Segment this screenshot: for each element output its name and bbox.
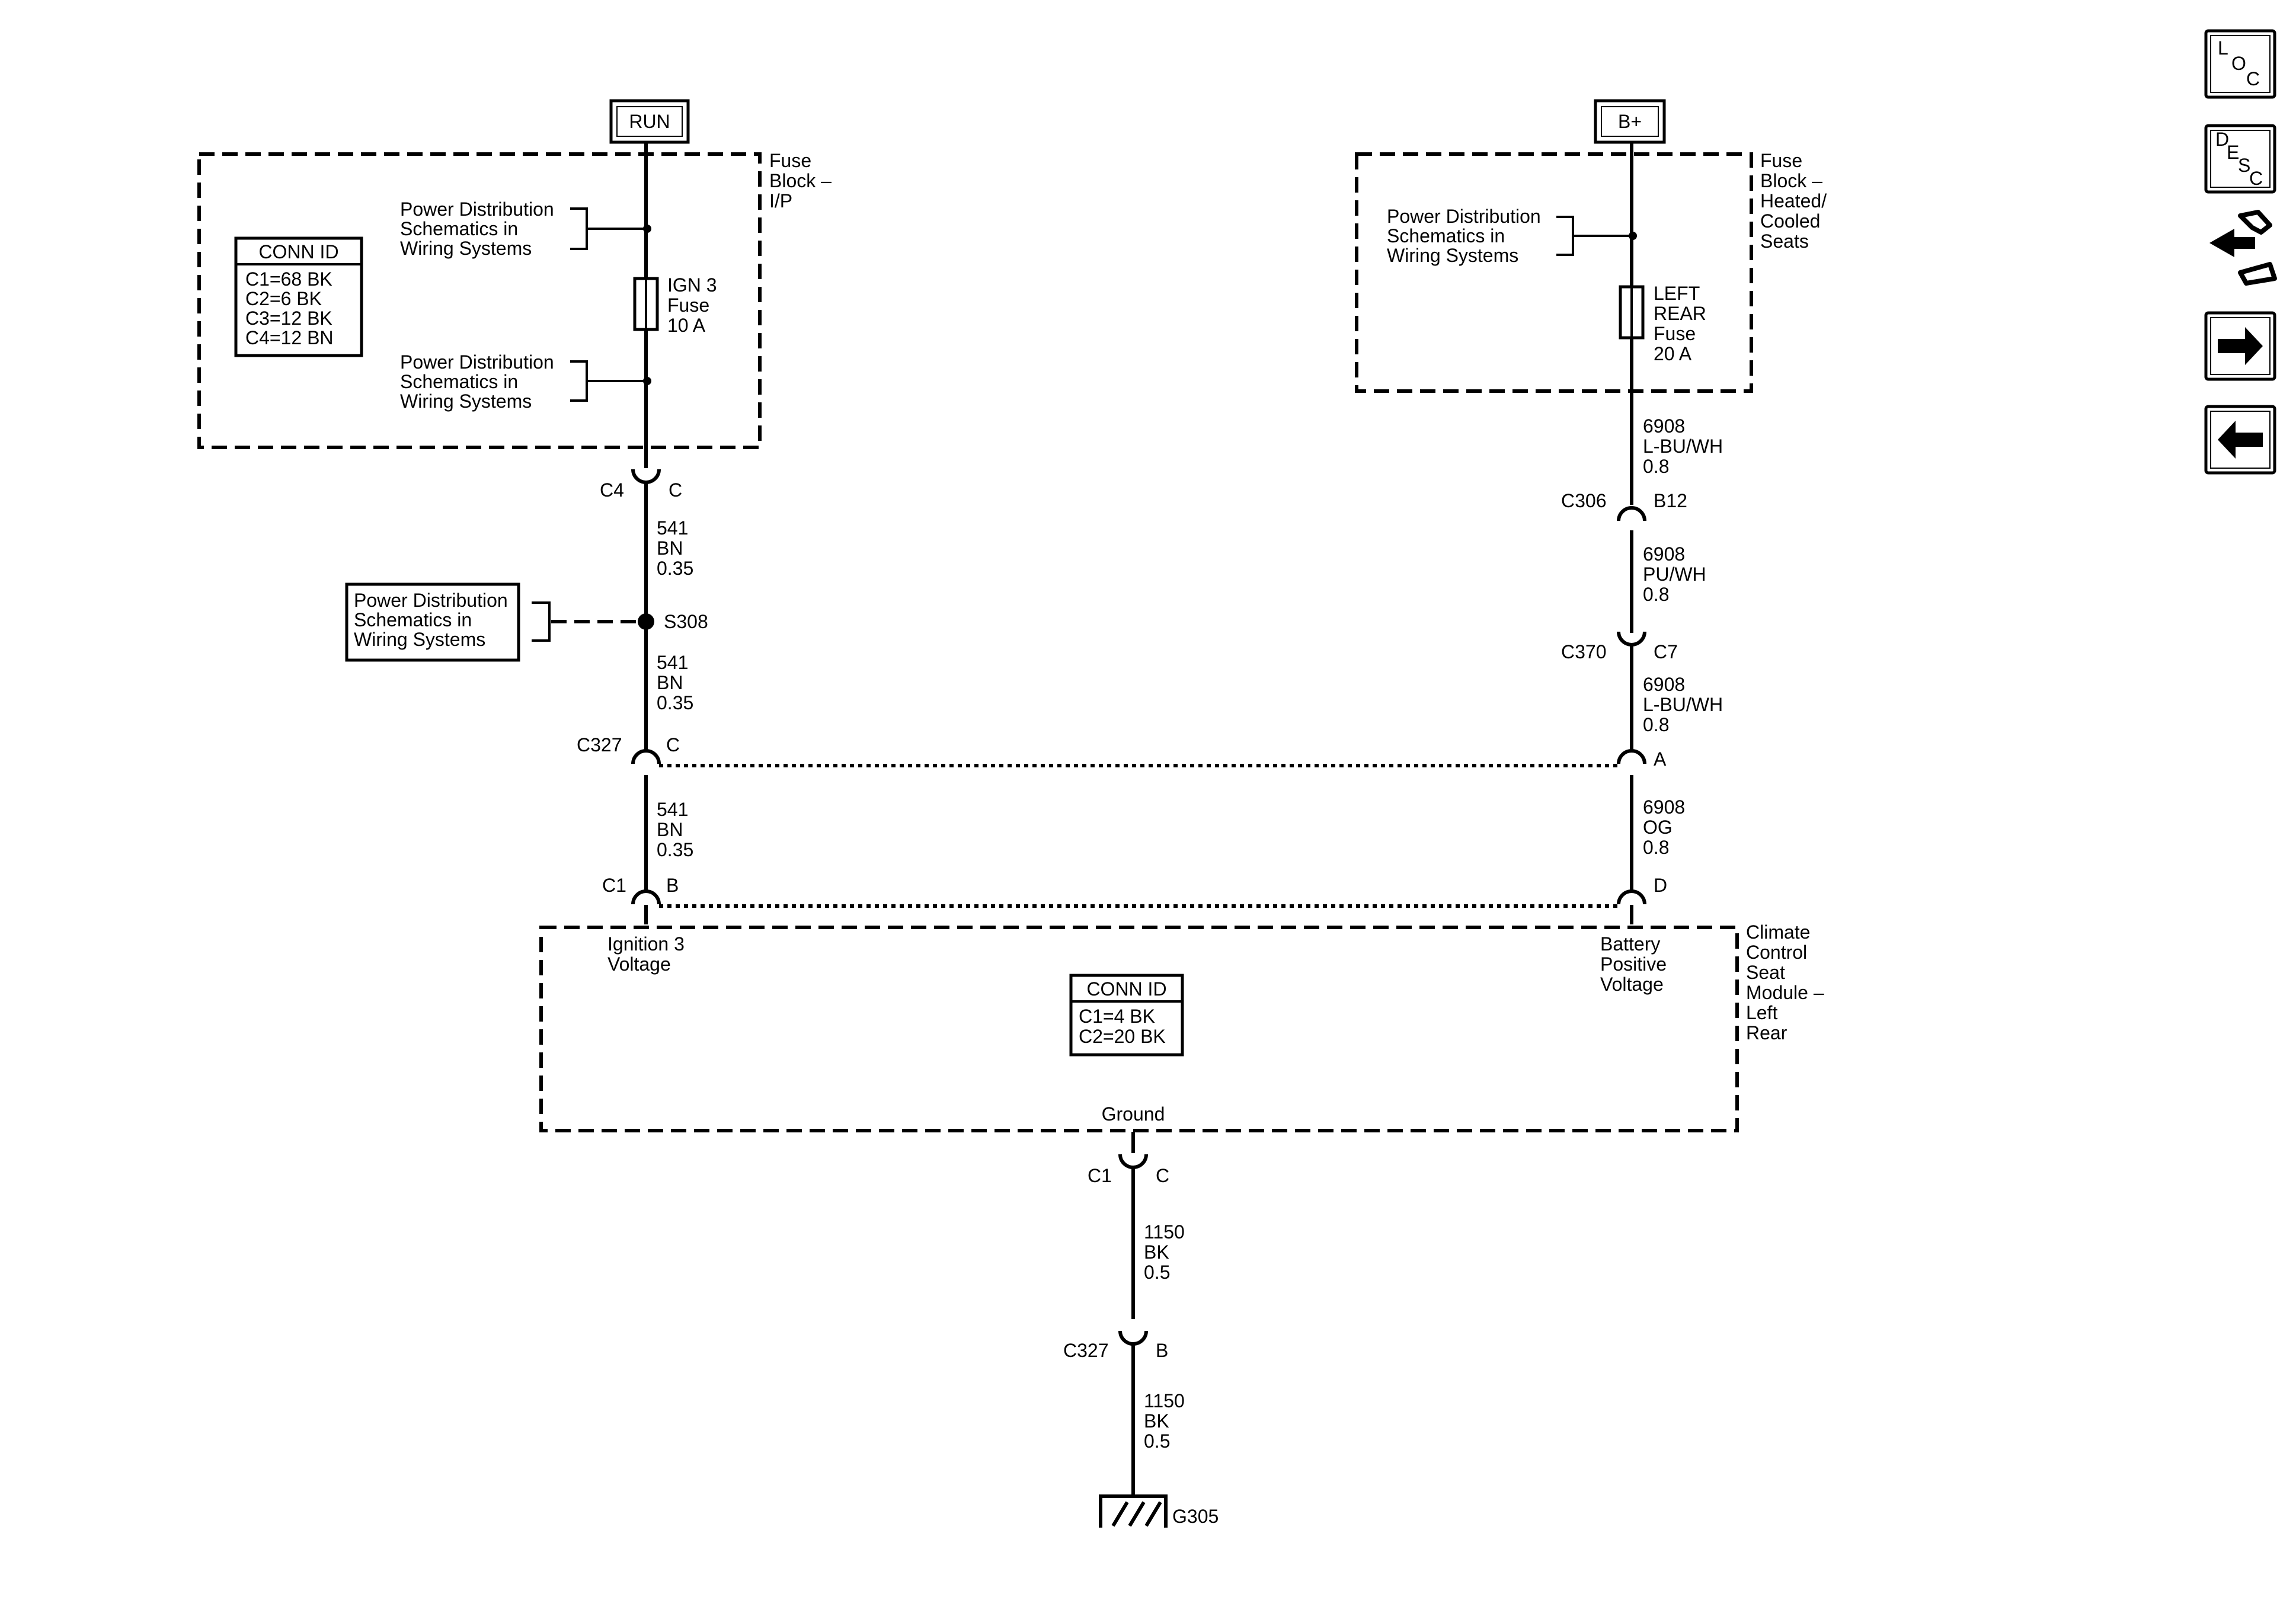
right-wire-4-label: 6908 OG 0.8: [1643, 796, 1690, 858]
svg-text:C7: C7: [1654, 641, 1678, 662]
left-circuit: C4 C 541 BN 0.35 S308 Power Distribution…: [345, 142, 708, 924]
climate-control-seat-module: Climate Control Seat Module – Left Rear …: [539, 921, 1830, 1132]
right-wire-3-label: 6908 L-BU/WH 0.8: [1643, 674, 1728, 735]
svg-text:D: D: [1654, 875, 1667, 896]
left-wire-3-label: 541 BN 0.35: [657, 799, 693, 860]
svg-text:C327: C327: [1063, 1340, 1109, 1361]
loc-icon: [2210, 35, 2271, 93]
ign3-fuse: IGN 3 Fuse 10 A: [633, 274, 722, 336]
svg-text:IGN 3 Fuse 10: IGN 3 Fuse 10 A: [667, 274, 722, 336]
connector-views-icon: [2209, 210, 2277, 286]
svg-text:E: E: [2227, 142, 2239, 163]
svg-text:D: D: [2215, 129, 2229, 150]
svg-text:C3=12 BK: C3=12 BK: [245, 308, 332, 329]
run-power-label: RUN: [609, 99, 690, 144]
c1-connector-right[interactable]: [1617, 889, 1646, 905]
loc-button[interactable]: L O C: [2204, 29, 2276, 99]
ground-wire-2-label: 1150 BK 0.5: [1144, 1390, 1190, 1452]
svg-text:Power Distribution Sch: Power Distribution Schematics in Wiring …: [1387, 206, 1546, 266]
svg-text:C: C: [1156, 1165, 1169, 1186]
fuse-block-ip-title: Fuse Block – I/P: [769, 150, 837, 212]
c327-connector-right[interactable]: [1617, 749, 1646, 764]
fuse-block-ip: Fuse Block – I/P CONN ID C1=68 BK C2=6 B…: [197, 150, 837, 449]
left-wire-2-label: 541 BN 0.35: [657, 652, 693, 713]
svg-text:C1: C1: [1088, 1165, 1112, 1186]
svg-text:C1=4 BK: C1=4 BK: [1079, 1006, 1155, 1027]
s308-splice[interactable]: [638, 613, 654, 630]
svg-text:C: C: [2246, 68, 2260, 89]
ground-pin-label: Ground: [1102, 1103, 1165, 1125]
ground-circuit: C1 C 1150 BK 0.5 C327 B 1150 BK 0.5 G305: [1063, 1132, 1219, 1528]
right-wire-2-label: 6908 PU/WH 0.8: [1643, 543, 1712, 605]
module-title: Climate Control Seat Module – Left Rear: [1746, 921, 1830, 1044]
power-distribution-ref-bottom[interactable]: Power Distribution Schematics in Wiring …: [400, 351, 647, 412]
previous-arrow-icon: [2218, 421, 2263, 459]
svg-text:C: C: [2249, 168, 2263, 189]
battery-positive-voltage-label: Battery Positive Voltage: [1600, 933, 1672, 995]
svg-text:LEFT REAR Fuse: LEFT REAR Fuse 20 A: [1654, 283, 1712, 364]
svg-text:C1: C1: [602, 875, 626, 896]
svg-text:B: B: [666, 875, 679, 896]
svg-text:G305: G305: [1172, 1506, 1219, 1527]
c306-connector[interactable]: [1617, 506, 1646, 521]
svg-text:C327: C327: [577, 734, 622, 756]
svg-text:C: C: [669, 479, 682, 501]
bplus-power-label: B+: [1594, 99, 1666, 144]
next-arrow-icon: [2218, 327, 2263, 365]
ignition-3-voltage-label: Ignition 3 Voltage: [607, 933, 690, 975]
svg-text:RUN: RUN: [629, 111, 670, 132]
svg-text:Power Distribution Sch: Power Distribution Schematics in Wiring …: [400, 351, 559, 412]
svg-text:C370: C370: [1561, 641, 1607, 662]
svg-text:C2=20 BK: C2=20 BK: [1079, 1026, 1166, 1047]
svg-text:CONN ID: CONN ID: [1086, 978, 1166, 1000]
fuse-block-ip-conn-id: CONN ID C1=68 BK C2=6 BK C3=12 BK C4=12 …: [234, 236, 363, 357]
power-distribution-ref-splice[interactable]: Power Distribution Schematics in Wiring …: [345, 582, 551, 662]
svg-text:O: O: [2231, 53, 2246, 74]
svg-text:S: S: [2238, 155, 2250, 176]
svg-text:C2=6 BK: C2=6 BK: [245, 288, 322, 309]
svg-text:Power Distribution Sch: Power Distribution Schematics in Wiring …: [354, 590, 513, 650]
right-circuit: 6908 L-BU/WH 0.8 C306 B12 6908 PU/WH 0.8…: [1561, 142, 1728, 924]
svg-text:B: B: [1156, 1340, 1168, 1361]
svg-text:B12: B12: [1654, 490, 1687, 511]
svg-text:A: A: [1654, 748, 1667, 770]
ground-wire-1-label: 1150 BK 0.5: [1144, 1221, 1190, 1283]
svg-text:C4=12 BN: C4=12 BN: [245, 327, 334, 348]
svg-text:L: L: [2218, 37, 2228, 59]
c1-connector-left[interactable]: [631, 889, 661, 905]
power-distribution-ref-seats[interactable]: Power Distribution Schematics in Wiring …: [1387, 206, 1633, 266]
c327-connector-ground[interactable]: [1118, 1330, 1148, 1346]
desc-icon: [2210, 130, 2271, 188]
svg-text:C4: C4: [600, 479, 624, 501]
svg-text:S308: S308: [664, 611, 708, 632]
svg-text:C: C: [666, 734, 680, 756]
previous-page-button[interactable]: [2204, 405, 2276, 475]
svg-text:B+: B+: [1618, 111, 1642, 132]
c4-connector[interactable]: [631, 469, 661, 484]
left-rear-fuse: LEFT REAR Fuse 20 A: [1619, 283, 1712, 364]
connector-views-button[interactable]: [2209, 210, 2277, 286]
svg-text:Power Distribution Sch: Power Distribution Schematics in Wiring …: [400, 199, 559, 259]
g305-ground-symbol[interactable]: G305: [1099, 1494, 1219, 1528]
c370-connector[interactable]: [1617, 631, 1646, 646]
svg-text:C1=68 BK: C1=68 BK: [245, 268, 332, 290]
right-wire-1-label: 6908 L-BU/WH 0.8: [1643, 415, 1728, 477]
svg-text:C306: C306: [1561, 490, 1607, 511]
fuse-block-seats: Fuse Block – Heated/ Cooled Seats Power …: [1355, 150, 1832, 393]
svg-text:CONN ID: CONN ID: [258, 241, 338, 263]
next-page-button[interactable]: [2204, 311, 2276, 381]
power-distribution-ref-top[interactable]: Power Distribution Schematics in Wiring …: [400, 199, 647, 259]
c327-connector-left[interactable]: [631, 749, 661, 764]
c1-connector-ground[interactable]: [1118, 1154, 1148, 1169]
fuse-block-seats-title: Fuse Block – Heated/ Cooled Seats: [1760, 150, 1832, 252]
left-wire-1-label: 541 BN 0.35: [657, 517, 693, 579]
module-conn-id: CONN ID C1=4 BK C2=20 BK: [1069, 974, 1184, 1057]
desc-button[interactable]: D E S C: [2204, 124, 2276, 194]
